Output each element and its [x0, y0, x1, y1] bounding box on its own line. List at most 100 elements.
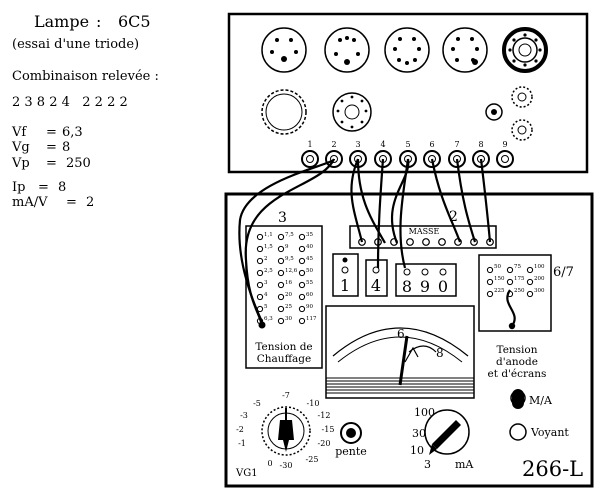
- ma-scale-30: 30: [412, 427, 426, 440]
- large-socket: [261, 89, 307, 135]
- selector-jack[interactable]: [439, 268, 447, 276]
- chauffage-jack[interactable]: [298, 317, 306, 325]
- chauffage-jack[interactable]: [256, 245, 264, 253]
- masse-strip: [349, 225, 497, 249]
- reading-eq: =: [38, 180, 49, 195]
- ma-switch-label: M/A: [529, 394, 553, 407]
- anode-value: 250: [514, 288, 525, 294]
- reading-vp-value: 250: [66, 156, 91, 171]
- chauffage-value: 117: [306, 316, 317, 322]
- socket-jack[interactable]: [423, 150, 441, 168]
- vg1-scale-label: -30: [280, 461, 293, 470]
- vg1-scale-label: -10: [307, 399, 320, 408]
- combo-label: Combinaison relevée :: [12, 69, 159, 84]
- chauffage-jack[interactable]: [277, 245, 285, 253]
- anode-jack[interactable]: [486, 266, 494, 274]
- masse-jack[interactable]: [406, 238, 414, 246]
- socket-jack-hole: [501, 155, 509, 163]
- chauffage-jack[interactable]: [298, 293, 306, 301]
- reading-vf-name: Vf: [12, 125, 27, 140]
- meter-label-6: 6: [397, 327, 405, 341]
- chauffage-jack[interactable]: [298, 245, 306, 253]
- ma-range-knob[interactable]: [424, 409, 470, 455]
- reading-eq: =: [46, 156, 57, 171]
- chauffage-jack[interactable]: [256, 233, 264, 241]
- reading-mav-name: mA/V: [12, 195, 48, 210]
- vg1-scale-label: -25: [306, 455, 319, 464]
- pente-label: pente: [335, 445, 367, 458]
- anode-jack[interactable]: [506, 278, 514, 286]
- socket-number: 6: [429, 140, 434, 149]
- masse-jack[interactable]: [422, 238, 430, 246]
- chauffage-value: 20: [285, 292, 292, 298]
- vg1-scale-label: 0: [267, 459, 272, 468]
- selector-jack[interactable]: [341, 266, 349, 274]
- chauffage-jack[interactable]: [277, 281, 285, 289]
- socket-jack[interactable]: [325, 150, 343, 168]
- anode-jack[interactable]: [526, 290, 534, 298]
- anode-jack[interactable]: [486, 290, 494, 298]
- patch-cord: [376, 158, 385, 269]
- selector-4-label: 4: [371, 276, 381, 295]
- selector-jack[interactable]: [372, 266, 380, 274]
- anode-value: 50: [494, 264, 501, 270]
- switch-bezel: [510, 390, 526, 406]
- lamp-label: Lampe: [34, 12, 90, 31]
- chauffage-jack[interactable]: [298, 257, 306, 265]
- anode-jack[interactable]: [486, 278, 494, 286]
- patch-cord: [455, 158, 477, 243]
- vg1-knob[interactable]: [261, 406, 311, 456]
- anode-jack[interactable]: [526, 278, 534, 286]
- socket-number: 2: [331, 140, 336, 149]
- vg1-scale-label: -20: [318, 439, 331, 448]
- chauffage-jack[interactable]: [277, 269, 285, 277]
- voyant-label: Voyant: [530, 426, 569, 439]
- patch-cord: [390, 158, 410, 244]
- vg1-scale-label: -7: [282, 391, 290, 400]
- chauffage-jack[interactable]: [298, 269, 306, 277]
- chauffage-jack[interactable]: [298, 305, 306, 313]
- selector-jack[interactable]: [342, 257, 348, 263]
- patch-cord: [479, 158, 492, 243]
- meter-label-8: 8: [436, 346, 444, 360]
- vg1-scale-label: -15: [322, 425, 335, 434]
- chauffage-jack[interactable]: [298, 233, 306, 241]
- chauffage-jack[interactable]: [256, 281, 264, 289]
- chauffage-value: 25: [285, 304, 292, 310]
- chauffage-value: 5: [264, 304, 268, 310]
- chauffage-jack[interactable]: [256, 269, 264, 277]
- chauffage-jack[interactable]: [277, 293, 285, 301]
- socket-jack[interactable]: [496, 150, 514, 168]
- pente-button-center: [346, 428, 356, 438]
- reading-mav-value: 2: [86, 195, 95, 210]
- tube-socket: [261, 27, 307, 73]
- masse-jack[interactable]: [438, 238, 446, 246]
- combo-value: 2 3 8 2 4 2 2 2 2: [12, 95, 128, 110]
- anode-jack[interactable]: [506, 266, 514, 274]
- chauffage-jack[interactable]: [277, 305, 285, 313]
- chauffage-jack[interactable]: [256, 293, 264, 301]
- meter-window: [325, 305, 475, 399]
- chauffage-jack[interactable]: [277, 233, 285, 241]
- patch-cord: [430, 158, 462, 243]
- reading-ip-name: Ip: [12, 180, 26, 195]
- socket-jack-hole: [330, 155, 338, 163]
- socket-number: 8: [478, 140, 483, 149]
- socket-number: 7: [454, 140, 459, 149]
- miniature-socket: [511, 119, 533, 141]
- chauffage-jack[interactable]: [298, 281, 306, 289]
- socket-jack[interactable]: [301, 150, 319, 168]
- anode-jack[interactable]: [526, 266, 534, 274]
- selector-8-label: 8: [402, 277, 412, 296]
- chauffage-value: 7,5: [285, 232, 294, 238]
- reading-vg-name: Vg: [12, 140, 30, 155]
- selector-9-label: 9: [420, 277, 430, 296]
- reading-ip-value: 8: [58, 180, 67, 195]
- selector-jack[interactable]: [421, 268, 429, 276]
- chauffage-jack[interactable]: [256, 257, 264, 265]
- chauffage-jack[interactable]: [277, 317, 285, 325]
- chauffage-jack[interactable]: [277, 257, 285, 265]
- selector-jack[interactable]: [403, 268, 411, 276]
- pente-button[interactable]: [340, 422, 362, 444]
